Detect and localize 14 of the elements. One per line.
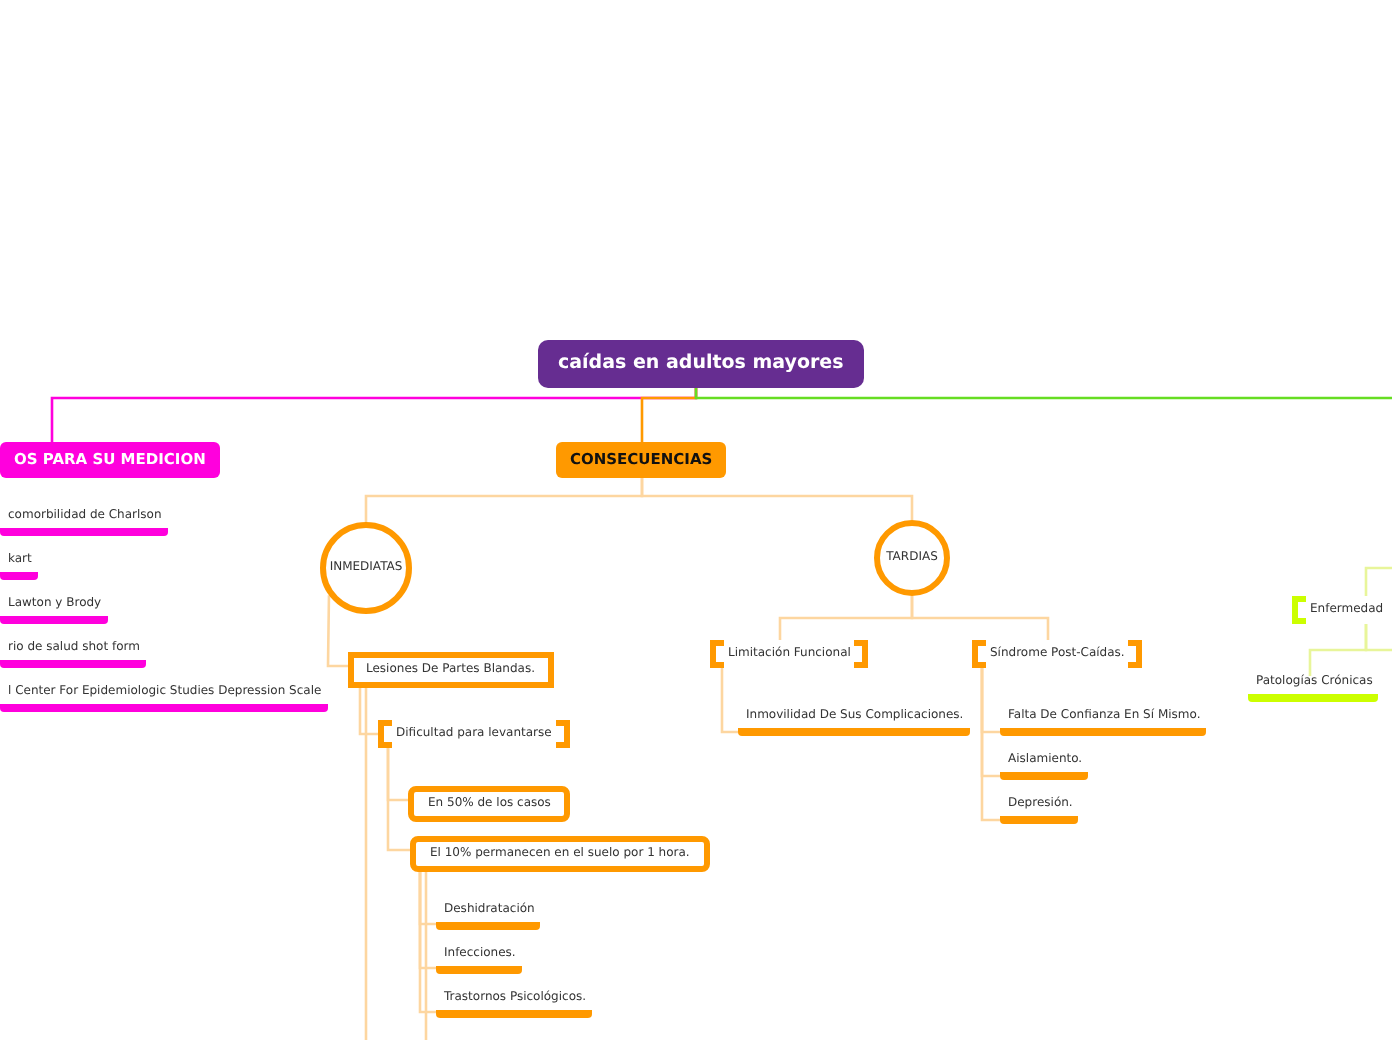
connector-line — [424, 872, 428, 1040]
connector-line — [1364, 566, 1392, 596]
connector-line — [326, 595, 348, 668]
central-topic-box: caídas en adultos mayores — [538, 340, 864, 387]
connector-line — [694, 387, 1392, 400]
connector-line — [386, 748, 410, 852]
connector-line — [418, 872, 436, 1014]
connector-line — [358, 688, 378, 736]
connector-line — [910, 596, 1050, 640]
connector-line — [640, 477, 914, 520]
connector-line — [1364, 624, 1392, 652]
connector-line — [364, 688, 368, 1040]
connector-line — [980, 668, 1000, 822]
connector-line — [720, 668, 738, 734]
